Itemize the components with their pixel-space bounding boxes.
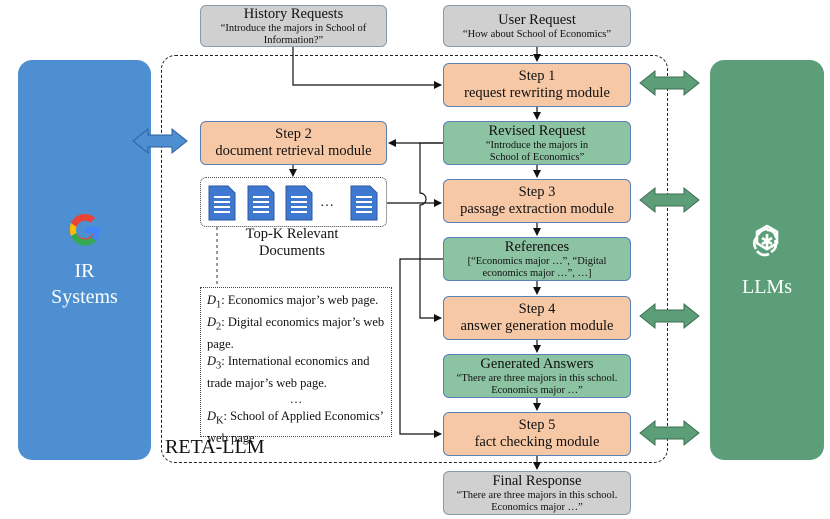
final-title: Final Response — [492, 472, 582, 489]
step1-llm-double-arrow — [639, 69, 700, 97]
history-title: History Requests — [243, 5, 344, 22]
ir-label-line2: Systems — [51, 286, 118, 308]
document-list: D1: Economics major’s web page. D2: Digi… — [200, 287, 392, 445]
step3-box: Step 3 passage extraction module — [443, 179, 631, 223]
step1-title: Step 1 — [518, 68, 556, 84]
history-quote: “Introduce the majors in School of Infor… — [220, 22, 367, 46]
step1-sub: request rewriting module — [464, 85, 610, 101]
documents-row — [200, 177, 387, 227]
step5-box: Step 5 fact checking module — [443, 412, 631, 456]
revised-to-step4-line — [419, 142, 443, 322]
step5-llm-double-arrow — [639, 419, 700, 447]
document-icon — [208, 185, 236, 221]
ir-systems-panel: IR Systems — [18, 60, 151, 460]
google-g-icon — [69, 213, 100, 246]
ir-label-line1: IR — [74, 260, 95, 282]
references-title: References — [504, 238, 570, 255]
step3-llm-double-arrow — [639, 186, 700, 214]
references-quote: [“Economics major …”, “Digital economics… — [467, 255, 607, 279]
top-k-line2: Documents — [258, 243, 326, 259]
ir-double-arrow — [132, 127, 188, 155]
user-request-quote: “How about School of Economics” — [462, 28, 612, 40]
step3-sub: passage extraction module — [460, 201, 614, 217]
llms-label: LLMs — [742, 276, 792, 298]
history-requests-box: History Requests “Introduce the majors i… — [200, 5, 387, 47]
step4-box: Step 4 answer generation module — [443, 296, 631, 340]
doc-list-ellipsis: … — [289, 392, 303, 406]
documents-ellipsis: … — [320, 195, 334, 210]
step4-llm-double-arrow — [639, 302, 700, 330]
step5-sub: fact checking module — [474, 434, 600, 450]
reta-llm-frame — [161, 55, 668, 463]
revised-quote: “Introduce the majors in School of Econo… — [485, 139, 589, 163]
revised-title: Revised Request — [488, 122, 586, 139]
document-icon — [350, 185, 378, 221]
doc-list-item: D2: Digital economics major’s web page. — [207, 315, 385, 351]
history-to-step1-arrow — [292, 47, 442, 89]
generated-quote: “There are three majors in this school. … — [456, 372, 618, 396]
document-icon — [285, 185, 313, 221]
step2-title: Step 2 — [275, 126, 312, 142]
step2-sub: document retrieval module — [215, 143, 372, 159]
generated-answers-box: Generated Answers “There are three major… — [443, 354, 631, 398]
openai-logo-icon — [752, 224, 779, 257]
step4-sub: answer generation module — [460, 318, 614, 334]
final-quote: “There are three majors in this school. … — [456, 489, 618, 513]
step5-title: Step 5 — [518, 417, 556, 433]
doc-list-item: D3: International economics and trade ma… — [207, 353, 370, 390]
step2-box: Step 2 document retrieval module — [200, 121, 387, 165]
final-response-box: Final Response “There are three majors i… — [443, 471, 631, 515]
generated-title: Generated Answers — [480, 355, 594, 372]
user-request-box: User Request “How about School of Econom… — [443, 5, 631, 47]
step4-title: Step 4 — [518, 301, 556, 317]
step1-box: Step 1 request rewriting module — [443, 63, 631, 107]
step3-title: Step 3 — [518, 184, 556, 200]
doc-list-item: D1: Economics major’s web page. — [207, 293, 379, 311]
document-icon — [247, 185, 275, 221]
references-box: References [“Economics major …”, “Digita… — [443, 237, 631, 281]
user-request-title: User Request — [498, 11, 576, 28]
reta-llm-label: RETA-LLM — [165, 436, 265, 458]
top-k-line1: Top-K Relevant — [245, 226, 339, 242]
top-k-label: Top-K Relevant Documents — [222, 226, 362, 260]
references-to-step5-line — [399, 258, 443, 438]
doc-list-item: DK: School of Applied Economics’ web pag… — [207, 408, 384, 445]
llms-panel: LLMs — [710, 60, 824, 460]
revised-request-box: Revised Request “Introduce the majors in… — [443, 121, 631, 165]
